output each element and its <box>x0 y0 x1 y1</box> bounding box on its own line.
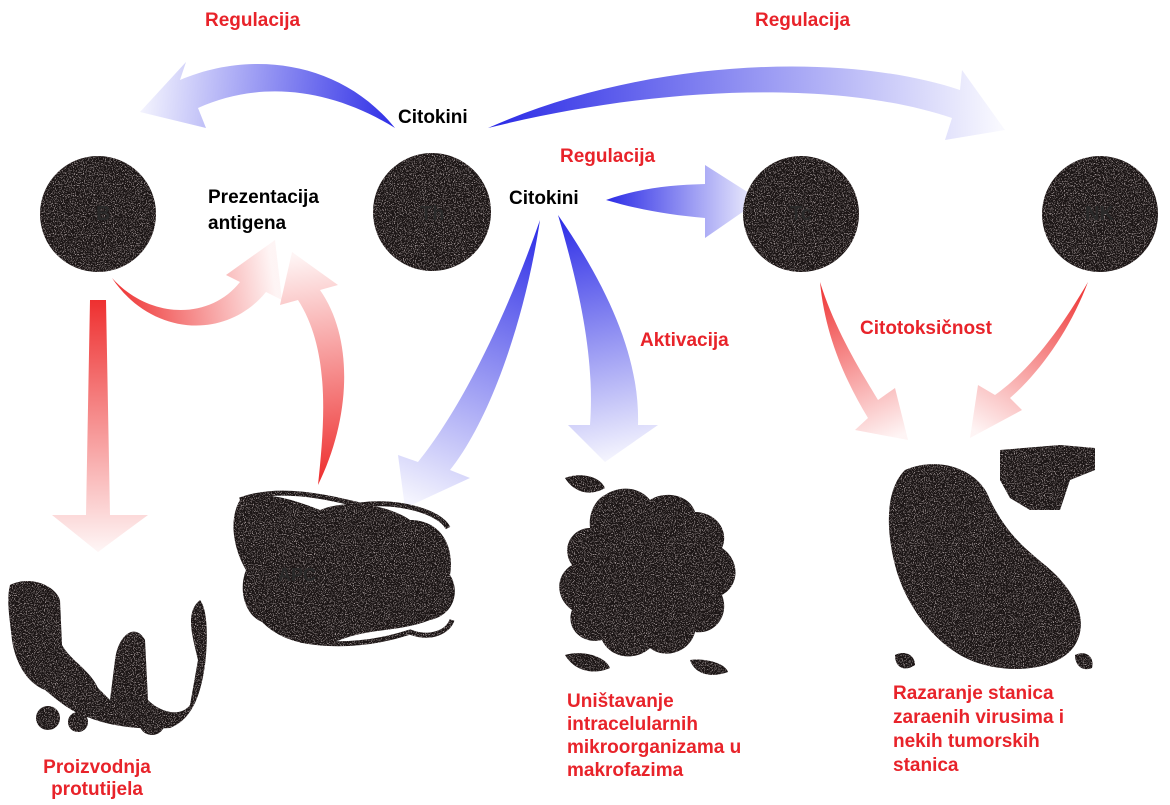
outcome-destruction-line2: zaraenih virusima i <box>893 706 1064 730</box>
label-regulation-mid: Regulacija <box>560 146 655 168</box>
macrophage-cell <box>559 489 735 657</box>
tc-cell-label: Tc <box>790 203 812 226</box>
apc-cell <box>233 495 454 644</box>
b-cell-label: B <box>96 203 110 226</box>
antibody-dot <box>68 712 88 732</box>
outcome-macrophage-line4: makrofazima <box>567 759 741 782</box>
outcome-antibodies-line1: Proizvodnja <box>22 757 172 779</box>
label-cytotoxicity: Citotoksičnost <box>860 318 992 340</box>
outcome-destruction: Razaranje stanica zaraenih virusima i ne… <box>893 682 1064 778</box>
label-cytokines-top: Citokini <box>398 107 468 129</box>
label-cytokines-mid: Citokini <box>509 188 579 210</box>
outcome-antibodies-line2: protutijela <box>22 779 172 801</box>
outcome-antibodies: Proizvodnja protutijela <box>22 757 172 801</box>
antibody-dot <box>139 709 165 735</box>
outcome-macrophage-line1: Uništavanje <box>567 690 741 713</box>
arrow-to-tc <box>606 165 760 238</box>
antibodies-cluster <box>8 581 207 729</box>
label-activation: Aktivacija <box>640 330 729 352</box>
outcome-destruction-line3: nekih tumorskih <box>893 730 1064 754</box>
label-antigen-presentation-line2: antigena <box>208 211 319 237</box>
arrow-th-to-nk <box>488 66 1005 140</box>
outcome-macrophage-line3: mikroorganizama u <box>567 736 741 759</box>
arrow-b-to-antibodies <box>52 300 148 552</box>
label-antigen-presentation: Prezentacija antigena <box>208 185 319 237</box>
outcome-destruction-line1: Razaranje stanica <box>893 682 1064 706</box>
label-regulation-right: Regulacija <box>755 10 850 32</box>
arrow-th-to-b <box>140 62 395 128</box>
arrow-apc-to-presentation <box>280 252 344 485</box>
apc-cell-label: APC <box>278 565 316 586</box>
arrow-nk-to-target <box>970 282 1088 438</box>
nk-cell-label: NK <box>1085 203 1114 226</box>
antibody-dot <box>36 706 60 730</box>
arrow-tc-to-target <box>820 282 908 440</box>
th-cell-label: Th <box>420 203 444 226</box>
outcome-destruction-line4: stanica <box>893 754 1064 778</box>
outcome-macrophage: Uništavanje intracelularnih mikroorganiz… <box>567 690 741 782</box>
label-antigen-presentation-line1: Prezentacija <box>208 185 319 211</box>
label-regulation-left: Regulacija <box>205 10 300 32</box>
outcome-macrophage-line2: intracelularnih <box>567 713 741 736</box>
